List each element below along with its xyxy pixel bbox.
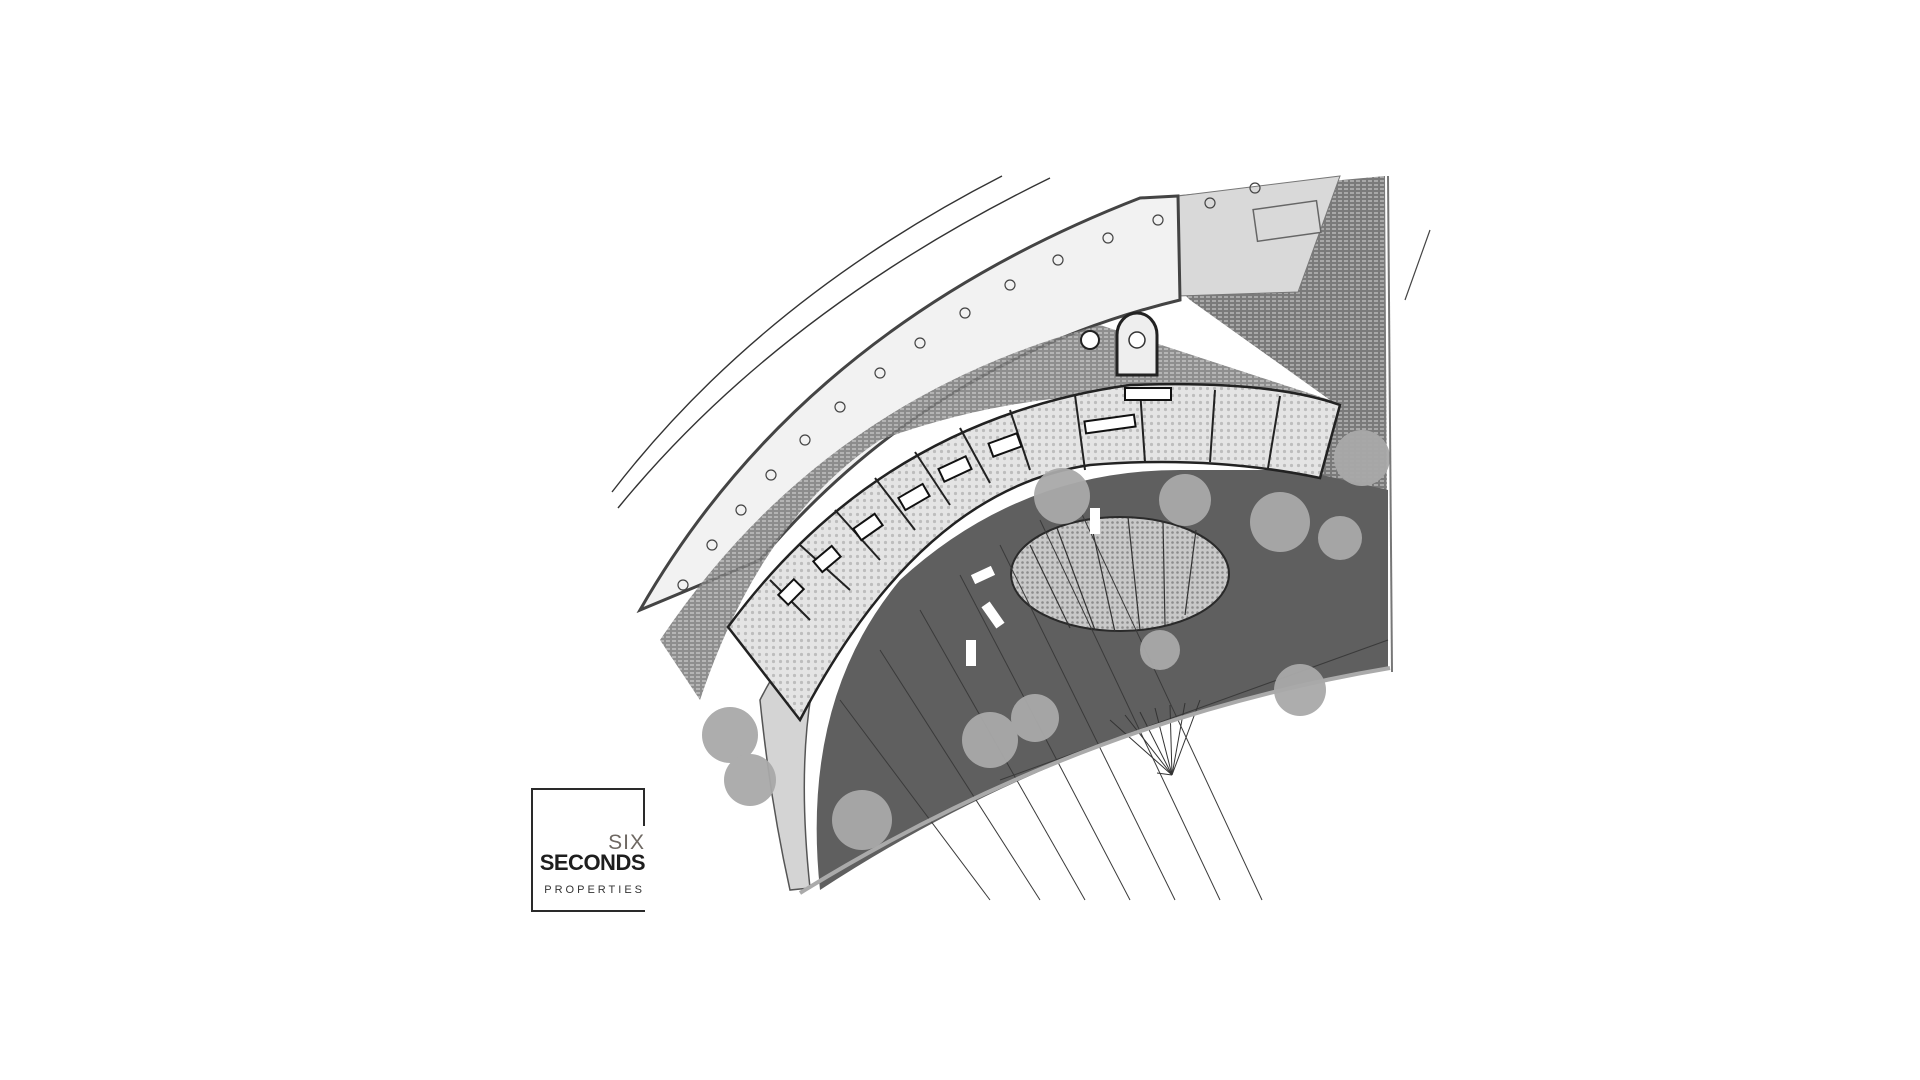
logo-frame <box>531 910 645 912</box>
northeast-line <box>1404 229 1431 301</box>
logo-text-seconds: SECONDS <box>539 850 646 875</box>
courtyard <box>816 470 1388 890</box>
building-wing <box>726 382 1342 723</box>
spiral-stair <box>1080 311 1159 377</box>
oval-pool <box>1010 516 1230 632</box>
plunge-pool <box>1252 199 1322 243</box>
paving-strip <box>660 325 1330 700</box>
six-seconds-logo: SIX SECONDS PROPERTIES <box>531 788 646 912</box>
room-dividers <box>769 389 1281 621</box>
trees <box>702 430 1390 850</box>
outer-boundary-arcs <box>611 175 1051 509</box>
logo-text-properties: PROPERTIES <box>544 884 645 896</box>
logo-text-six: SIX <box>608 831 645 854</box>
courtyard-furniture <box>966 508 1100 666</box>
logo-frame <box>531 788 533 912</box>
logo-frame <box>643 788 645 826</box>
east-boundary <box>1387 175 1393 673</box>
pool-radial-lines <box>1029 516 1197 633</box>
column-markers <box>677 182 1261 591</box>
fan-lines <box>1109 699 1201 776</box>
logo-frame <box>531 788 645 790</box>
furniture-blocks <box>776 387 1172 607</box>
